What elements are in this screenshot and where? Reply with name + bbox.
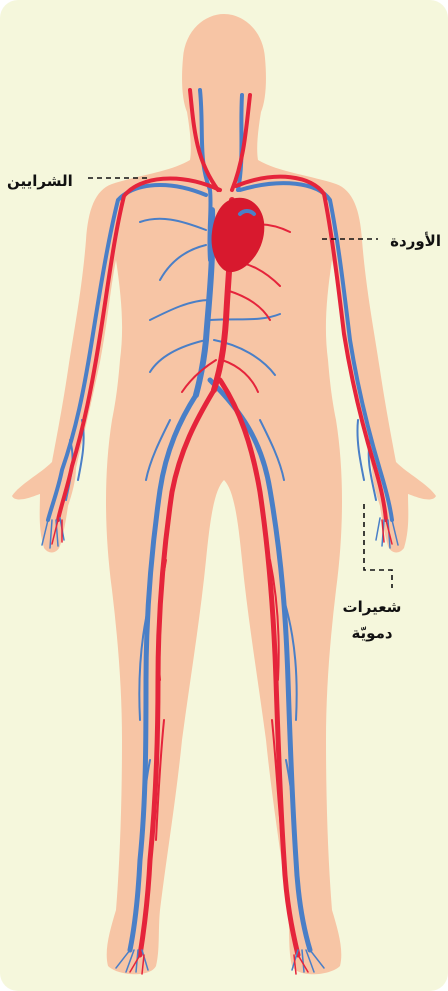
label-capillaries: شعيرات دمويّة: [336, 594, 408, 646]
label-arteries: الشرايين: [7, 170, 73, 192]
capillaries: [42, 518, 398, 974]
body-silhouette: [12, 14, 436, 974]
label-veins: الأوردة: [390, 230, 441, 252]
